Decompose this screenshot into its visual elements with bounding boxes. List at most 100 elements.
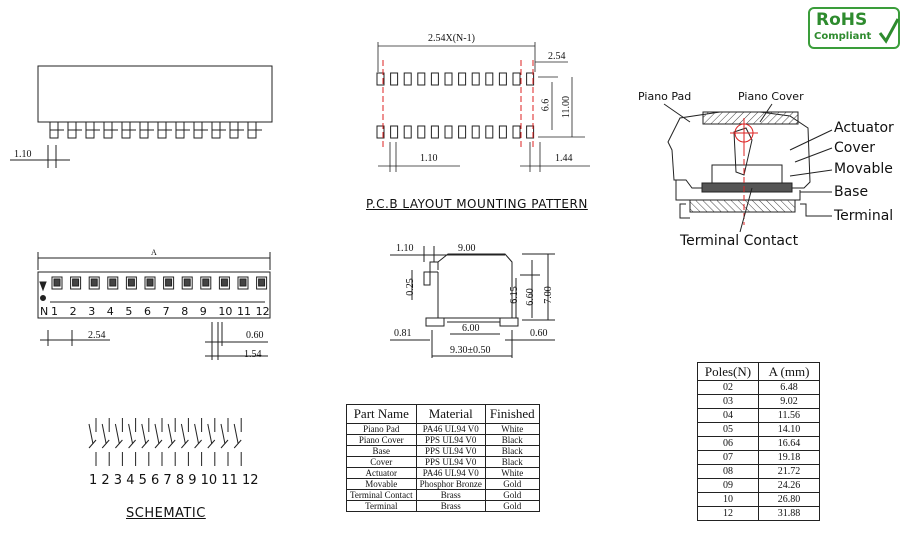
switch-lever: [154, 423, 160, 445]
position-number: 2: [69, 305, 77, 318]
pcb-pad: [512, 72, 521, 86]
pcb-pad: [471, 125, 480, 139]
switch-actuator: [109, 278, 117, 287]
profile-dim-top: 9.00: [458, 243, 476, 254]
table-cell: Piano Cover: [346, 434, 417, 446]
table-cell: 06: [697, 436, 759, 451]
table-cell: 09: [697, 478, 759, 493]
label-piano-cover: Piano Cover: [738, 90, 804, 103]
position-number: 3: [88, 305, 96, 318]
schematic-numbers: 1 2 3 4 5 6 7 8 9 10 11 12: [89, 473, 259, 488]
switch-lever: [233, 423, 239, 445]
table-cell: Terminal: [346, 500, 417, 512]
table-cell: 07: [697, 450, 759, 465]
table-cell: PPS UL94 V0: [415, 434, 486, 446]
table-cell: 03: [697, 394, 759, 409]
profile-dim-left: 0.25: [404, 278, 416, 296]
profile-dim-h2: 6.60: [524, 288, 536, 306]
rohs-logo-line1: RoHS: [816, 10, 868, 30]
pcb-dim-pitch: 2.54: [548, 51, 566, 62]
table-cell: Black: [484, 445, 540, 457]
pcb-dim-total-h: 11.00: [561, 95, 573, 119]
label-terminal-contact: Terminal Contact: [680, 233, 799, 249]
switch-lever: [220, 423, 226, 445]
side-view-dim: 1.10: [14, 149, 32, 160]
table-cell: Brass: [415, 489, 486, 501]
switch-actuator: [53, 278, 61, 287]
pcb-layout: [376, 72, 535, 139]
materials-header: Finished: [484, 404, 540, 424]
table-cell: Brass: [415, 500, 486, 512]
pcb-pad: [485, 72, 494, 86]
rohs-logo: RoHS Compliant: [808, 7, 900, 49]
switch-actuator: [165, 278, 173, 287]
table-cell: 31.88: [758, 506, 820, 521]
switch-actuator: [183, 278, 191, 287]
table-cell: 10: [697, 492, 759, 507]
position-number: 11: [237, 305, 251, 318]
table-cell: Terminal Contact: [346, 489, 417, 501]
position-number: 7: [162, 305, 170, 318]
pcb-pad: [458, 72, 467, 86]
profile-dim-bot-mid: 6.00: [462, 323, 480, 334]
materials-header: Part Name: [346, 404, 417, 424]
table-cell: Base: [346, 445, 417, 457]
profile-dim-bottom: 9.30±0.50: [450, 345, 491, 356]
table-cell: 14.10: [758, 422, 820, 437]
table-cell: PPS UL94 V0: [415, 456, 486, 468]
switch-lever: [207, 423, 213, 445]
table-cell: PA46 UL94 V0: [415, 423, 486, 435]
rohs-logo-line2: Compliant: [814, 31, 872, 42]
switch-actuator: [146, 278, 154, 287]
pcb-pad: [430, 72, 439, 86]
table-cell: White: [484, 423, 540, 435]
table-cell: 12: [697, 506, 759, 521]
table-cell: Piano Pad: [346, 423, 417, 435]
profile-dim-h3: 7.00: [542, 286, 554, 304]
position-number: 6: [144, 305, 151, 318]
pcb-pad: [444, 125, 453, 139]
table-cell: Gold: [484, 478, 540, 490]
switch-actuator: [202, 278, 210, 287]
switch-lever: [101, 423, 107, 445]
pcb-pad: [403, 72, 412, 86]
profile-view: [390, 246, 555, 358]
profile-dim-h1: 6.15: [508, 286, 520, 304]
switch-actuator: [220, 278, 228, 287]
label-piano-pad: Piano Pad: [638, 90, 692, 103]
switch-lever: [114, 423, 120, 445]
schematic-title: SCHEMATIC: [126, 506, 206, 521]
table-cell: PPS UL94 V0: [415, 445, 486, 457]
switch-actuator: [239, 278, 247, 287]
pcb-pad: [526, 125, 535, 139]
table-cell: 08: [697, 464, 759, 479]
top-view-dim-r1: 0.60: [246, 330, 264, 341]
pcb-pad: [417, 125, 426, 139]
position-number: 4: [106, 305, 114, 318]
materials-header: Material: [415, 404, 486, 424]
table-cell: 26.80: [758, 492, 820, 507]
switch-lever: [128, 423, 134, 445]
arrow-down-icon: [39, 281, 47, 292]
pcb-pad: [390, 125, 399, 139]
profile-dim-bot-right: 0.60: [530, 328, 548, 339]
table-cell: 02: [697, 380, 759, 395]
pcb-pad: [417, 72, 426, 86]
position-number: 5: [125, 305, 133, 318]
switch-actuator: [127, 278, 135, 287]
table-cell: 04: [697, 408, 759, 423]
pcb-pad: [390, 72, 399, 86]
